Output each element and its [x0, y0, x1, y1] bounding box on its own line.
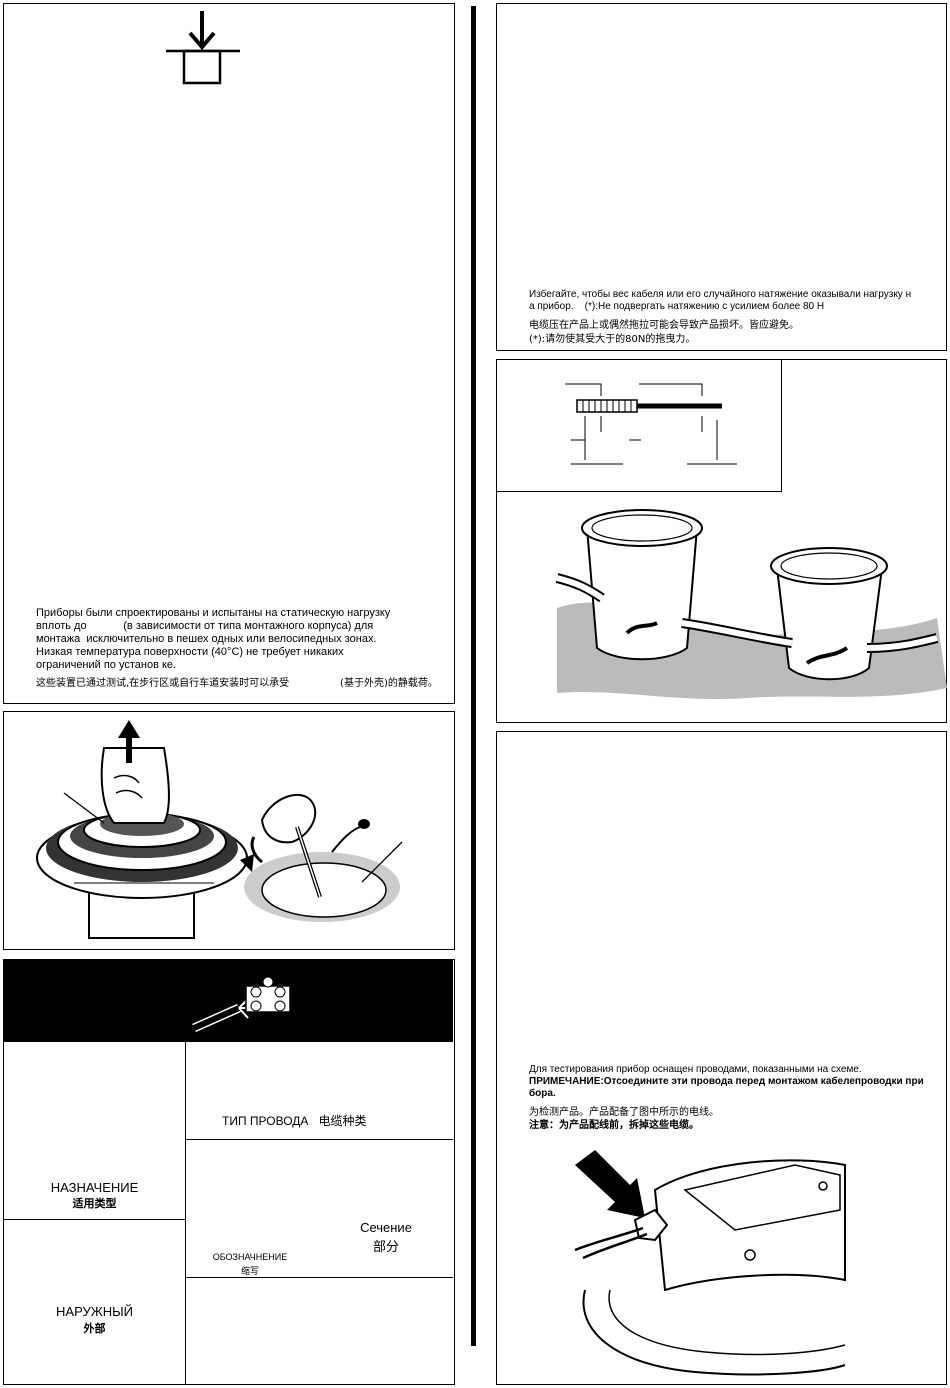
purpose-label-cn: 适用类型: [72, 1197, 117, 1210]
static-load-text-3: монтажа исключительно в пешех одных или …: [36, 633, 377, 645]
cable-tension-text-1: Избегайте, чтобы вес кабеля или его случ…: [529, 289, 912, 300]
section-label-cn: 部分: [372, 1240, 399, 1255]
test-wires-note-1: ПРИМЕЧАНИЕ:Отсоедините эти провода перед…: [529, 1076, 924, 1087]
outdoor-cell: НАРУЖНЫЙ 外部: [4, 1220, 186, 1384]
test-wires-panel: Для тестирования прибор оснащен проводам…: [496, 731, 947, 1385]
load-arrow-icon: [166, 11, 240, 85]
static-load-panel: Приборы были спроектированы и испытаны н…: [3, 3, 455, 704]
cable-tension-text-2: а прибор. (*):Не подвергать натяжению с …: [529, 301, 825, 312]
cable-tension-panel: Избегайте, чтобы вес кабеля или его случ…: [496, 3, 947, 351]
static-load-text-cn: 这些装置已通过测试,在步行区或自行车道安装时可以承受 (基于外壳)的静载荷。: [36, 678, 438, 689]
cable-prep-panel: [496, 359, 947, 723]
static-load-text-5: ограничений по установ ке.: [36, 659, 177, 671]
cable-tension-text-cn-2: (*):请勿使其受大于的80N的拖曳力。: [529, 334, 696, 345]
cable-strip-inset: [497, 360, 782, 492]
page-column-divider: [471, 6, 476, 1346]
section-label: Сечение: [360, 1220, 412, 1235]
removal-illustration-panel: [3, 711, 455, 950]
recessed-housings-illustration: [555, 509, 947, 700]
purpose-cell: НАЗНАЧЕНИЕ 适用类型: [4, 1042, 186, 1220]
designation-label: ОБОЗНАЧНЕНИЕ: [212, 1252, 288, 1262]
wire-type-ru: ТИП ПРОВОДА: [222, 1114, 309, 1128]
wire-type-cell: ТИП ПРОВОДА 电缆种类: [186, 1042, 453, 1140]
test-wires-illustration: [574, 1150, 846, 1376]
test-wires-note-2: бора.: [529, 1088, 556, 1099]
cable-strip-diagram: [565, 383, 737, 465]
section-cell: Сечение 部分 ОБОЗНАЧНЕНИЕ 缩写: [186, 1140, 453, 1278]
test-wires-note-cn: 注意：为产品配线前，拆掉这些电缆。: [529, 1120, 699, 1131]
screwdriver-illustration: [240, 793, 403, 922]
test-wires-text: Для тестирования прибор оснащен проводам…: [529, 1064, 862, 1075]
wire-type-label: ТИП ПРОВОДА 电缆种类: [222, 1112, 366, 1129]
wire-table-panel: НАЗНАЧЕНИЕ 适用类型 НАРУЖНЫЙ 外部 ТИП ПРОВОДА …: [3, 959, 455, 1385]
outdoor-label: НАРУЖНЫЙ: [56, 1304, 133, 1319]
cable-tension-text-cn-1: 电缆压在产品上或偶然拖拉可能会导致产品损坏。皆应避免。: [529, 320, 799, 331]
designation-label-cn: 缩写: [240, 1267, 259, 1277]
outdoor-label-cn: 外部: [83, 1322, 106, 1335]
wire-type-cn: 电缆种类: [318, 1114, 367, 1128]
static-load-text-4: Низкая температура поверхности (40°C) не…: [36, 646, 344, 658]
wire-table-header: [4, 960, 453, 1042]
lamp-pull-illustration: [36, 720, 248, 939]
test-wires-text-cn: 为检测产品。产品配备了图中所示的电线。: [529, 1107, 719, 1118]
static-load-text-2: вплоть до (в зависимости от типа монтажн…: [36, 620, 374, 632]
purpose-label: НАЗНАЧЕНИЕ: [50, 1180, 139, 1195]
static-load-text-1: Приборы были спроектированы и испытаны н…: [36, 607, 391, 619]
terminal-block-icon: [192, 976, 291, 1033]
outdoor-value-cell: [186, 1278, 453, 1384]
